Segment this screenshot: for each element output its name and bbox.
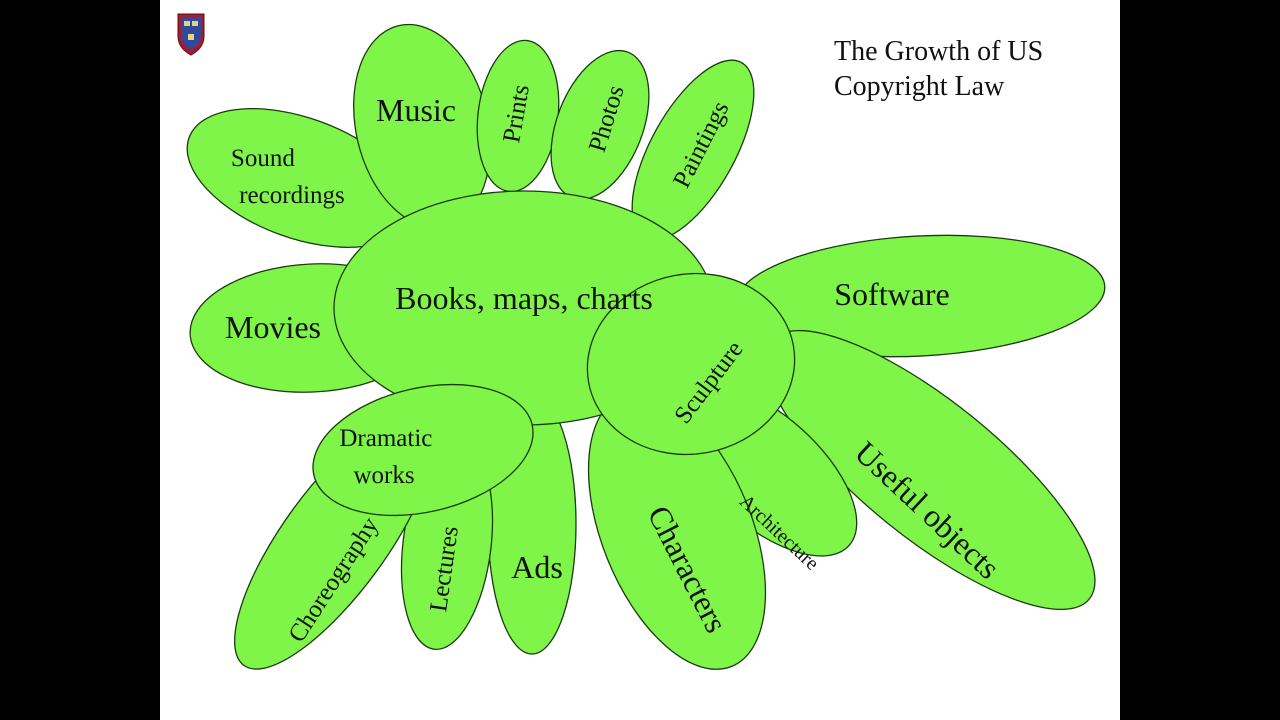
- label-ads: Ads: [511, 549, 563, 585]
- petal-dramatic-works: [312, 383, 534, 517]
- label-dramatic-works: Dramatic works: [339, 425, 438, 489]
- slide-title-line-2: Copyright Law: [834, 71, 1005, 102]
- label-software: Software: [834, 276, 950, 312]
- label-center: Books, maps, charts: [395, 280, 653, 316]
- slide-title: The Growth of US Copyright Law: [834, 34, 1043, 104]
- label-movies: Movies: [225, 309, 321, 345]
- harvard-shield-icon: [177, 13, 205, 56]
- copyright-growth-diagram: Music Prints Photos Paintings Sound reco…: [177, 13, 1106, 670]
- petal-sculpture: [586, 272, 796, 456]
- label-sound-recordings: Sound recordings: [231, 145, 345, 209]
- label-music: Music: [376, 92, 456, 128]
- slide-title-line-1: The Growth of US: [834, 36, 1044, 67]
- slide: Music Prints Photos Paintings Sound reco…: [160, 0, 1120, 720]
